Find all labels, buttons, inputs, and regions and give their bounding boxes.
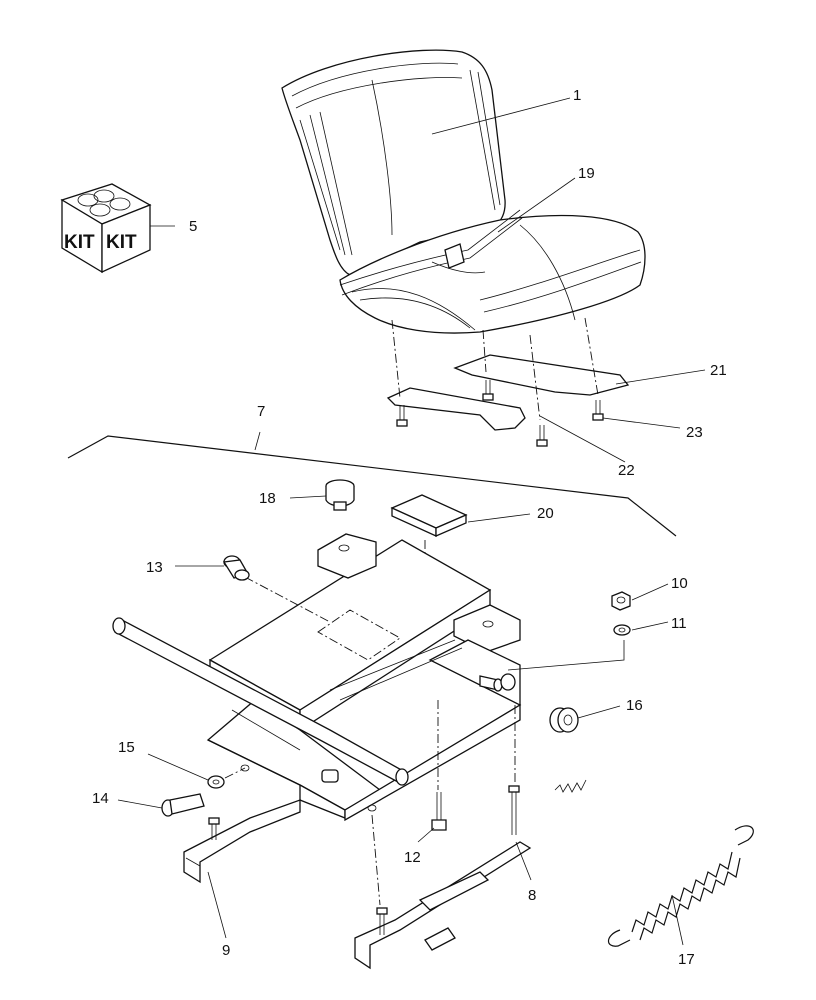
kit-box-label-right: KIT: [106, 232, 137, 253]
slide-rail-9: [183, 799, 301, 884]
nut-10: [611, 591, 631, 611]
callout-12: 12: [404, 849, 421, 866]
seat-backrest: [281, 49, 506, 276]
mounting-brackets: [386, 317, 630, 447]
callout-22: 22: [618, 462, 635, 479]
washer-11: [613, 624, 631, 636]
kit-box-label-left: KIT: [64, 232, 95, 253]
cap-18: [325, 479, 355, 511]
callout-23: 23: [686, 424, 703, 441]
callout-20: 20: [537, 505, 554, 522]
callout-8: 8: [528, 887, 536, 904]
callout-15: 15: [118, 739, 135, 756]
bushing-16: [549, 707, 579, 733]
callout-21: 21: [710, 362, 727, 379]
bracket-21: [453, 354, 630, 396]
callout-19: 19: [578, 165, 595, 182]
group-bracket-7: [67, 435, 677, 537]
leader-lines: [117, 97, 706, 946]
kit-box: KIT KIT: [60, 183, 152, 274]
callout-10: 10: [671, 575, 688, 592]
seat-cushion: [339, 214, 646, 334]
callout-17: 17: [678, 951, 695, 968]
callout-labels: 1 5 19 21 23 22 7 18 20 13 10 11 16 15 1…: [92, 87, 727, 968]
spring-17: [607, 825, 754, 947]
bolt-14: [161, 793, 205, 817]
callout-13: 13: [146, 559, 163, 576]
small-spring: [554, 779, 587, 793]
pad-20: [390, 494, 468, 538]
bolt-12: [431, 700, 447, 831]
callout-14: 14: [92, 790, 109, 807]
callout-1: 1: [573, 87, 581, 104]
callout-7: 7: [257, 403, 265, 420]
bracket-22: [386, 387, 526, 431]
callout-5: 5: [189, 218, 197, 235]
callout-11: 11: [671, 615, 687, 632]
suspension-base: [112, 533, 522, 822]
callout-9: 9: [222, 942, 230, 959]
seat-belt: [339, 209, 521, 286]
seat-assembly: [281, 49, 646, 334]
release-lever: [418, 871, 490, 911]
slide-rail-8: [354, 705, 532, 970]
callout-16: 16: [626, 697, 643, 714]
callout-18: 18: [259, 490, 276, 507]
bushing-13: [222, 555, 250, 581]
washer-15: [207, 775, 225, 789]
